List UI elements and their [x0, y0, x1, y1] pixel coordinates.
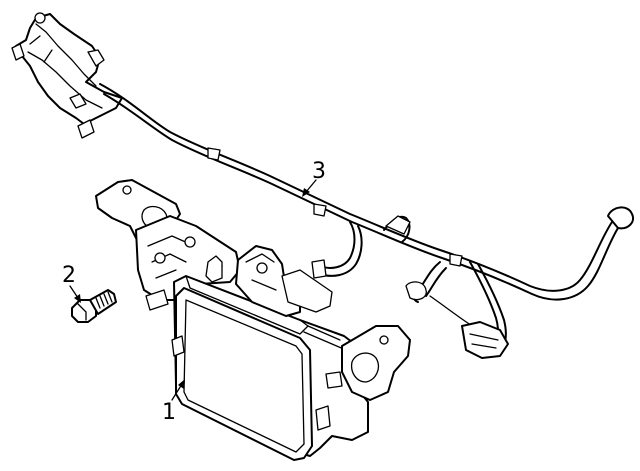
callout-1-label: 1: [162, 400, 176, 425]
sensor-module: [95, 179, 411, 461]
callout-2-label: 2: [62, 263, 76, 288]
bolt-head: [71, 299, 97, 323]
harness-lower-connector: [461, 321, 509, 359]
module-front-face: [175, 287, 313, 461]
bolt: [71, 289, 117, 323]
harness-end-connector: [607, 206, 634, 230]
callout-2: 2: [62, 263, 81, 303]
callout-3-label: 3: [312, 159, 326, 184]
wiring-harness: [11, 12, 634, 359]
callout-1: 1: [162, 379, 185, 425]
harness-main-trunk: [99, 83, 613, 292]
harness-left-bracket: [15, 13, 123, 125]
callout-3: 3: [302, 159, 326, 197]
